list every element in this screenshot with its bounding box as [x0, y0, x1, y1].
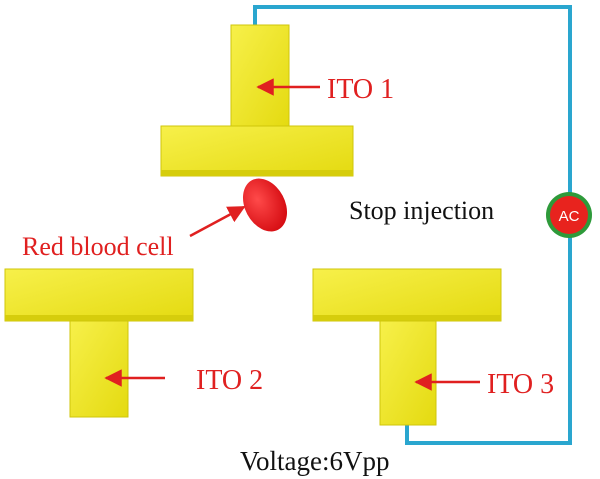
- red-blood-cell: [242, 178, 288, 232]
- ac-source: AC: [546, 192, 592, 238]
- arrow-cell: [189, 205, 246, 238]
- label-ito2: ITO 2: [196, 365, 263, 396]
- ito3-electrode: [312, 268, 502, 426]
- voltage-text: Voltage:6Vpp: [240, 446, 390, 476]
- status-text: Stop injection: [349, 196, 494, 225]
- label-ito1: ITO 1: [327, 74, 394, 105]
- ito1-electrode: [160, 24, 354, 177]
- label-ito3: ITO 3: [487, 369, 554, 400]
- ito2-electrode: [4, 268, 194, 418]
- ac-source-label: AC: [559, 208, 580, 225]
- label-cell: Red blood cell: [22, 232, 174, 261]
